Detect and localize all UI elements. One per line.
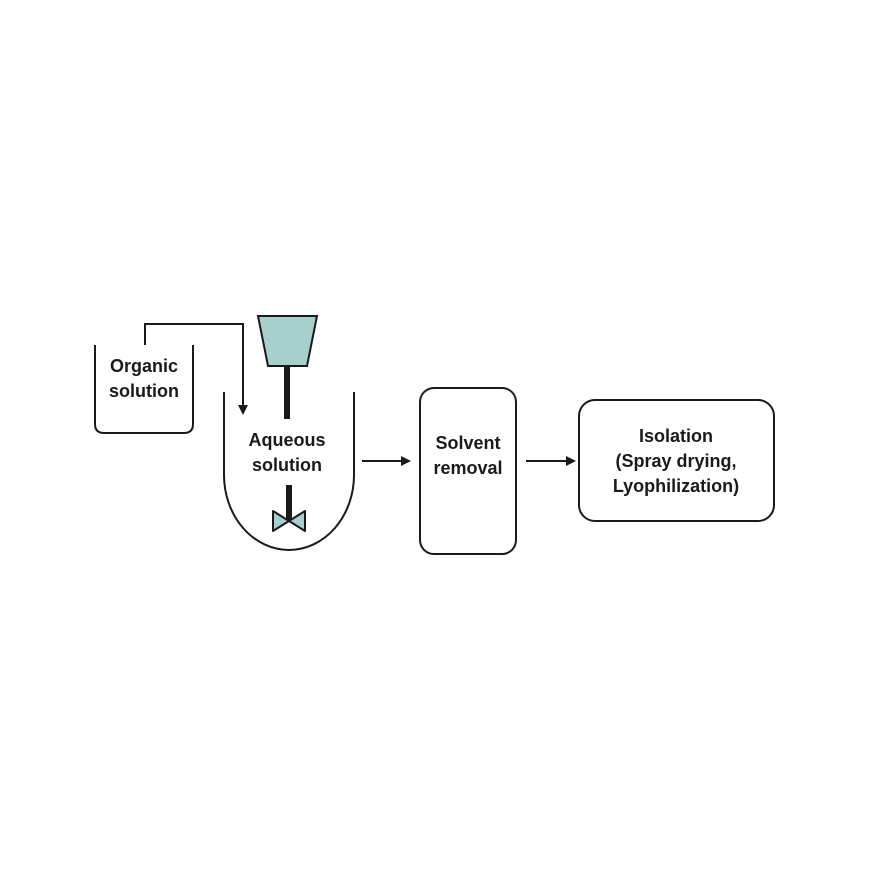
feed-line-arrow bbox=[144, 323, 248, 415]
solvent-removal-box: Solvent removal bbox=[419, 387, 517, 555]
isolation-box: Isolation (Spray drying, Lyophilization) bbox=[578, 399, 775, 522]
isolation-label-line3: Lyophilization) bbox=[613, 476, 739, 496]
solvent-label-line1: Solvent bbox=[435, 433, 500, 453]
isolation-label-line1: Isolation bbox=[639, 426, 713, 446]
aqueous-label-line1: Aqueous bbox=[248, 430, 325, 450]
funnel-icon bbox=[256, 315, 319, 367]
isolation-label-line2: (Spray drying, bbox=[615, 451, 736, 471]
organic-solution-beaker: Organic solution bbox=[94, 345, 194, 434]
aqueous-solution-reactor: Aqueous solution bbox=[223, 392, 355, 551]
impeller-icon bbox=[272, 510, 306, 532]
aqueous-label-line2: solution bbox=[252, 455, 322, 475]
solvent-label-line2: removal bbox=[433, 458, 502, 478]
organic-label-line2: solution bbox=[109, 381, 179, 401]
organic-label-line1: Organic bbox=[110, 356, 178, 376]
